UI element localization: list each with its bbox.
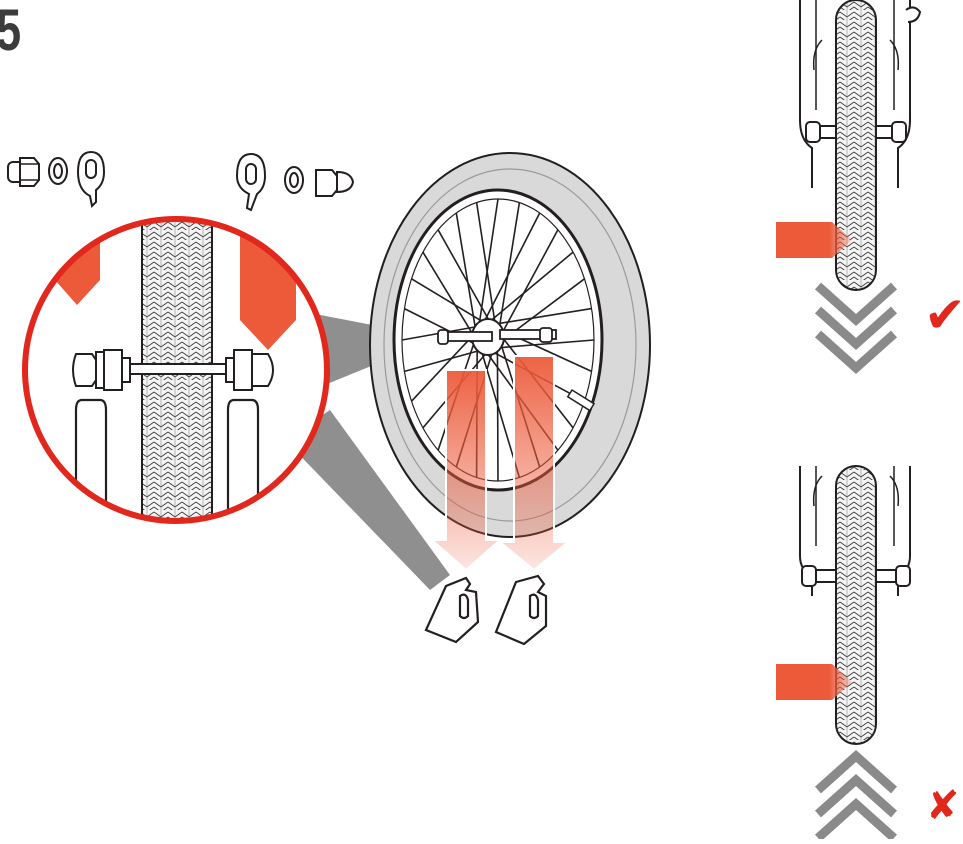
incorrect-orientation-panel xyxy=(776,466,910,838)
front-wheel xyxy=(370,153,650,570)
chevrons-down-icon xyxy=(818,286,894,368)
axle-nut-icon xyxy=(73,354,96,386)
fork-leg-right xyxy=(228,400,258,540)
fork-leg-left xyxy=(76,400,106,540)
tire-front-view xyxy=(836,466,876,744)
fork-dropouts xyxy=(426,576,546,644)
incorrect-cross-icon: ✘ xyxy=(926,786,960,826)
left-hardware-group xyxy=(8,152,104,206)
chevrons-up-icon xyxy=(818,756,894,838)
spoke xyxy=(497,346,498,481)
correct-check-icon: ✔ xyxy=(924,290,963,340)
washer-icon xyxy=(285,167,303,193)
safety-washer-icon xyxy=(237,154,265,210)
right-hardware-group xyxy=(237,154,353,210)
step-number: 5 xyxy=(0,2,21,60)
axle-nut-icon xyxy=(8,158,39,186)
washer-icon xyxy=(49,158,67,184)
magnifier-detail xyxy=(25,210,327,540)
axle-nut-icon xyxy=(316,170,353,196)
safety-washer-icon xyxy=(78,152,104,206)
correct-orientation-panel xyxy=(776,0,920,368)
axle-nut-icon xyxy=(252,354,273,386)
dropout-left xyxy=(426,578,478,642)
